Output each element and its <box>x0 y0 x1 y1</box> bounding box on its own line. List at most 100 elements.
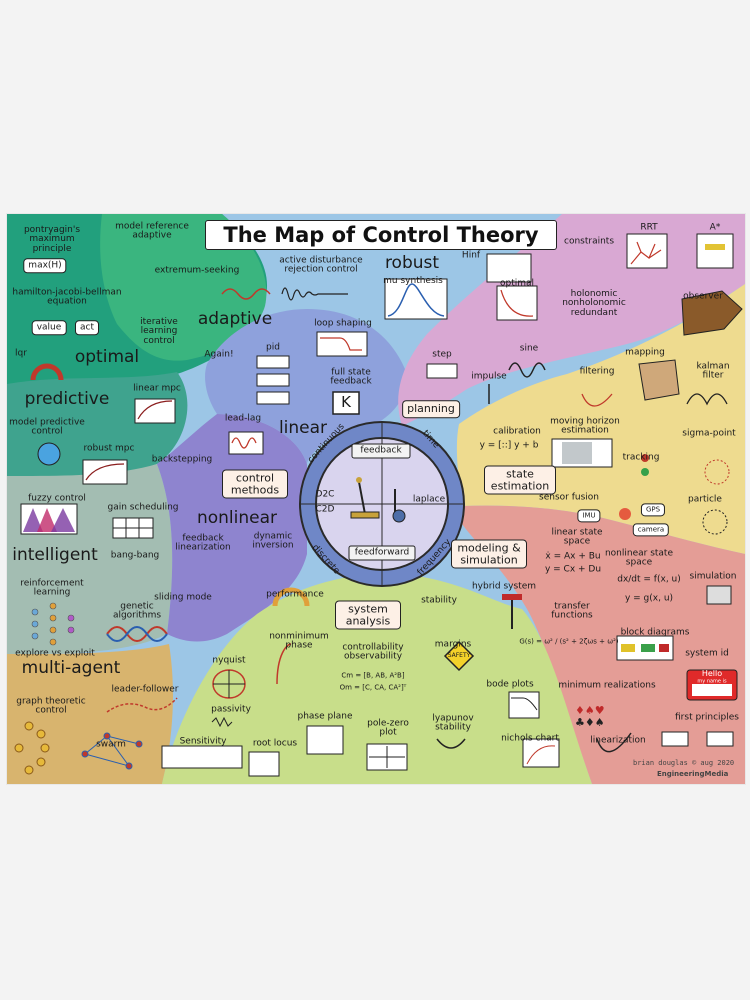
topic-max-h: max(H) <box>23 258 67 274</box>
topic-pontryagin: pontryagin's maximum principle <box>23 224 81 254</box>
center-d2c-label: D2C <box>315 489 335 500</box>
map-title: The Map of Control Theory <box>205 220 557 250</box>
root-locus-icon <box>248 751 280 777</box>
particle-icon <box>702 509 728 535</box>
topic-extremum: extremum-seeking <box>154 265 240 276</box>
hub-system-analysis: system analysis <box>335 600 401 630</box>
topic-hjb-act: act <box>75 320 99 336</box>
hub-adaptive: adaptive <box>197 309 273 330</box>
topic-loop-shaping: loop shaping <box>314 318 372 329</box>
topic-particle: particle <box>688 494 722 505</box>
svg-text:♣♦♠: ♣♦♠ <box>575 716 605 729</box>
feedforward-box <box>348 545 416 561</box>
topic-calibration-eq: y = [::] y + b <box>479 440 539 451</box>
neural-net-icon <box>31 602 75 646</box>
topic-ctrb-obsv: controllability observability <box>342 642 404 662</box>
topic-margins: margins <box>434 639 472 650</box>
optimal-curve-icon <box>496 285 538 321</box>
pid-p-box <box>256 355 290 369</box>
lead-lag-icon <box>228 431 264 455</box>
center-c2d-label: C2D <box>315 504 335 515</box>
topic-lead-lag: lead-lag <box>224 413 262 424</box>
kalman-gaussian-icon <box>686 393 728 406</box>
hinf-block-icon <box>486 253 532 283</box>
topic-optimal-planning: optimal <box>499 278 535 289</box>
topic-rl: reinforcement learning <box>20 578 84 598</box>
pid-d-box <box>256 391 290 405</box>
topic-performance: performance <box>266 589 324 600</box>
center-feedforward-label: feedforward <box>354 547 410 558</box>
pid-i-box <box>256 373 290 387</box>
sigma-point-icon <box>704 459 730 485</box>
hub-modeling-simulation: modeling & simulation <box>451 539 527 569</box>
topic-phase-plane: phase plane <box>297 711 353 722</box>
topic-rrt: RRT <box>640 222 658 233</box>
card-suits-icon: ♦♠♥ ♣♦♠ <box>575 704 605 729</box>
topic-imu: IMU <box>577 509 601 523</box>
topic-nss-eq2: y = g(x, u) <box>624 593 674 604</box>
topic-nonmin-phase: nonminimum phase <box>269 631 329 651</box>
topic-leader-follower: leader-follower <box>111 684 179 695</box>
topic-fb-lin: feedback linearization <box>175 533 231 553</box>
center-laplace-label: laplace <box>412 494 446 505</box>
k-gain-box <box>332 391 360 415</box>
topic-gps: GPS <box>640 503 666 517</box>
topic-tracking: tracking <box>622 452 660 463</box>
modeling-region <box>462 505 745 784</box>
topic-first-principles: first principles <box>675 712 739 723</box>
topic-hjb: hamilton-jacobi-bellman equation <box>12 287 122 307</box>
topic-transfer: transfer functions <box>551 601 593 621</box>
topic-step: step <box>432 349 452 360</box>
topic-om: Om = [C, CA, CA²]ᵀ <box>339 683 407 692</box>
nichols-chart-icon <box>522 738 560 768</box>
fusion-spark-icon <box>619 508 631 520</box>
leader-follower-icon <box>106 697 178 713</box>
topic-hello: Hello <box>701 668 723 678</box>
dna-helix-icon <box>106 626 168 642</box>
topic-filtering: filtering <box>579 366 615 377</box>
topic-tf-eq: G(s) = ω² / (s² + 2ζωs + ω²) <box>519 637 619 646</box>
disturbance-squiggle-icon <box>281 287 348 301</box>
topic-lss-eq2: y = Cx + Du <box>544 564 602 575</box>
extremum-wave-icon <box>221 288 271 300</box>
topic-block-diagrams: block diagrams <box>620 627 690 638</box>
center-feedback-label: feedback <box>360 445 402 456</box>
topic-sigma-point: sigma-point <box>682 428 736 439</box>
topic-linear-ss: linear state space <box>551 527 603 547</box>
topic-mpc: model predictive control <box>9 417 85 437</box>
linearization-curve-icon <box>596 732 632 753</box>
hub-control-methods: control methods <box>222 469 288 499</box>
map-regions: ♦♠♥ ♣♦♠ <box>7 214 745 784</box>
bode-plot-icon <box>508 691 540 719</box>
topic-astar: A* <box>709 222 721 233</box>
topic-mrac: model reference adaptive <box>115 221 189 241</box>
topic-sliding: sliding mode <box>154 592 212 603</box>
topic-nonlinear-ss: nonlinear state space <box>604 548 674 568</box>
hub-state-estimation: state estimation <box>484 465 556 495</box>
topic-backstepping: backstepping <box>151 454 213 465</box>
swarm-graph-icon <box>81 732 143 770</box>
topic-hybrid: hybrid system <box>471 581 537 592</box>
topic-nss-eq1: dx/dt = f(x, u) <box>617 574 681 585</box>
treasure-map-icon <box>638 359 680 401</box>
topic-gain-scheduling: gain scheduling <box>107 502 179 513</box>
topic-linear-mpc: linear mpc <box>133 383 181 394</box>
phase-plane-icon <box>306 725 344 755</box>
topic-observer: observer <box>683 291 723 302</box>
tracking-dot-icon <box>641 454 649 462</box>
topic-calibration: calibration <box>493 426 541 437</box>
topic-constraints: constraints <box>563 236 615 247</box>
topic-ilc: iterative learning control <box>140 316 178 346</box>
publisher-logo-text: EngineeringMedia <box>657 770 729 778</box>
topic-simulation: simulation <box>689 571 737 582</box>
topic-lss-eq1: ẋ = Ax + Bu <box>545 551 601 562</box>
hub-multi-agent: multi-agent <box>21 658 121 679</box>
astar-grid-icon <box>696 233 734 269</box>
svg-text:♦♠♥: ♦♠♥ <box>575 704 605 717</box>
sensitivity-diagram-icon <box>161 745 243 769</box>
topic-dyn-inv: dynamic inversion <box>252 531 294 551</box>
topic-impulse: impulse <box>471 371 507 382</box>
topic-lyapunov: lyapunov stability <box>432 713 474 733</box>
lyapunov-bowl-icon <box>436 738 466 749</box>
observer-tunnel-icon <box>681 290 743 336</box>
